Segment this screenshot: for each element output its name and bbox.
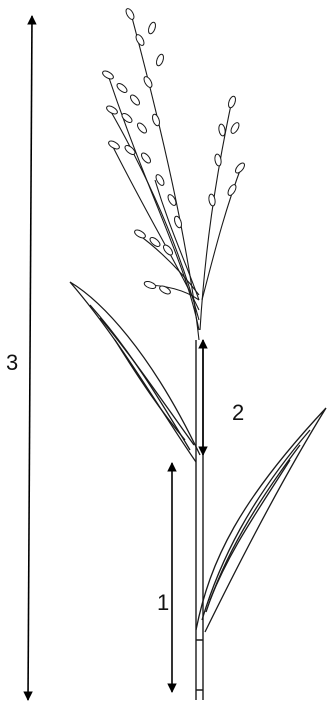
grass-stem xyxy=(196,340,203,700)
spikelets xyxy=(101,7,246,295)
label-2: 2 xyxy=(232,400,244,425)
measure-arrow-3 xyxy=(28,16,32,700)
lower-leaf xyxy=(196,408,326,632)
label-3: 3 xyxy=(6,350,18,375)
panicle xyxy=(108,10,242,340)
upper-leaf xyxy=(70,282,200,462)
label-1: 1 xyxy=(157,590,169,615)
